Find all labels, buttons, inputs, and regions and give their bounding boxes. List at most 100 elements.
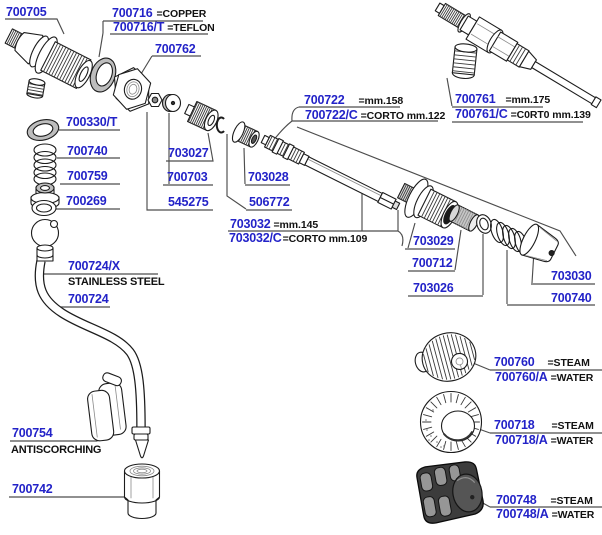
o-ring-small-drawing — [476, 214, 492, 234]
part-link-700724[interactable]: 700724 — [68, 292, 109, 306]
label-700748a: 700748/A=WATER — [496, 508, 594, 522]
label-700760: 700760 =STEAM — [494, 356, 590, 370]
wand-tip-drawing — [131, 426, 151, 459]
label-700718a: 700718/A=WATER — [495, 434, 593, 448]
steam-wand-pipe-drawing — [30, 218, 146, 429]
hex-cap-drawing — [519, 223, 559, 263]
label-700759: 700759 — [67, 170, 108, 183]
valve-rod-drawing — [260, 134, 401, 211]
knob-dome-drawing — [414, 332, 477, 382]
variant-note: =STEAM — [550, 495, 593, 507]
part-link-700761[interactable]: 700761 — [455, 92, 496, 106]
part-link-700716t[interactable]: 700716/T — [113, 20, 165, 34]
label-703030: 703030 — [551, 270, 592, 283]
group-gasket-drawing — [26, 119, 60, 141]
part-link-700760a[interactable]: 700760/A — [495, 370, 548, 384]
label-stainless-steel: STAINLESS STEEL — [68, 276, 165, 289]
part-link-703026[interactable]: 703026 — [413, 281, 454, 295]
length-note: =CORTO mm.109 — [282, 233, 368, 245]
label-700740-left: 700740 — [67, 145, 108, 158]
label-700761c: 700761/C=C0RT0 mm.139 — [455, 108, 591, 122]
material-note: =TEFLON — [167, 22, 215, 34]
part-link-700703[interactable]: 700703 — [167, 170, 208, 184]
material-note: =COPPER — [156, 8, 207, 20]
part-link-700722[interactable]: 700722 — [304, 93, 345, 107]
variant-note: =WATER — [550, 435, 594, 447]
part-link-700722c[interactable]: 700722/C — [305, 108, 358, 122]
part-link-700748[interactable]: 700748 — [496, 493, 537, 507]
label-700330t: 700330/T — [66, 116, 117, 129]
gasket-ring-drawing — [89, 57, 117, 93]
label-700724: 700724 — [68, 293, 109, 306]
ring-nut-drawing — [112, 67, 152, 112]
part-link-703032[interactable]: 703032 — [230, 217, 271, 231]
label-700705: 700705 — [6, 6, 47, 19]
length-note: =mm.175 — [505, 94, 551, 106]
label-700716t: 700716/T=TEFLON — [113, 21, 215, 35]
part-link-700718[interactable]: 700718 — [494, 418, 535, 432]
length-note: =mm.158 — [358, 95, 404, 107]
length-note: =CORTO mm.122 — [360, 110, 446, 122]
label-700722c: 700722/C=CORTO mm.122 — [305, 109, 445, 123]
length-note: =mm.145 — [273, 219, 319, 231]
length-note: =C0RT0 mm.139 — [510, 109, 591, 121]
label-703028: 703028 — [248, 171, 289, 184]
part-link-700716[interactable]: 700716 — [112, 6, 153, 20]
part-link-700712[interactable]: 700712 — [412, 256, 453, 270]
part-link-700754[interactable]: 700754 — [12, 426, 53, 440]
part-link-700330t[interactable]: 700330/T — [66, 115, 118, 129]
nut-small-drawing — [147, 92, 163, 108]
label-703029: 703029 — [413, 235, 454, 248]
part-link-703030[interactable]: 703030 — [551, 269, 592, 283]
label-700269: 700269 — [66, 195, 107, 208]
label-703032c: 703032/C=CORTO mm.109 — [229, 232, 367, 246]
part-link-700269[interactable]: 700269 — [66, 194, 107, 208]
part-link-703032c[interactable]: 703032/C — [229, 231, 282, 245]
label-700754: 700754 — [12, 427, 53, 440]
part-link-700760[interactable]: 700760 — [494, 355, 535, 369]
part-link-703028[interactable]: 703028 — [248, 170, 289, 184]
label-700712: 700712 — [412, 257, 453, 270]
label-506772: 506772 — [249, 196, 290, 209]
label-703032: 703032=mm.145 — [230, 218, 318, 232]
label-703026: 703026 — [413, 282, 454, 295]
leader-lines — [5, 18, 602, 508]
part-link-700759[interactable]: 700759 — [67, 169, 108, 183]
part-link-700742[interactable]: 700742 — [12, 482, 53, 496]
material-note: ANTISCORCHING — [11, 444, 102, 456]
part-link-700748a[interactable]: 700748/A — [496, 507, 549, 521]
label-703027: 703027 — [168, 147, 209, 160]
part-link-703027[interactable]: 703027 — [168, 146, 209, 160]
disc-drawing — [161, 93, 182, 113]
bushing-cylinder-drawing — [448, 204, 480, 232]
label-700762: 700762 — [155, 43, 196, 56]
part-link-700718a[interactable]: 700718/A — [495, 433, 548, 447]
label-700724x: 700724/X — [68, 260, 120, 273]
part-link-700724x[interactable]: 700724/X — [68, 259, 120, 273]
variant-note: =STEAM — [551, 420, 594, 432]
label-700718: 700718 =STEAM — [494, 419, 594, 433]
material-note: STAINLESS STEEL — [68, 276, 165, 288]
label-antiscorching: ANTISCORCHING — [11, 444, 101, 457]
part-link-506772[interactable]: 506772 — [249, 195, 290, 209]
bushing-threaded-drawing — [231, 121, 260, 148]
part-link-700762[interactable]: 700762 — [155, 42, 196, 56]
knob-dark-drawing — [416, 461, 484, 524]
o-ring-drawing — [31, 199, 57, 217]
variant-note: =WATER — [550, 372, 594, 384]
part-link-700761c[interactable]: 700761/C — [455, 107, 508, 121]
complete-valve-drawing — [434, 2, 602, 109]
part-link-703029[interactable]: 703029 — [413, 234, 454, 248]
part-link-700740-left[interactable]: 700740 — [67, 144, 108, 158]
label-700760a: 700760/A=WATER — [495, 371, 593, 385]
knob-ribbed-drawing — [419, 390, 483, 454]
spring-left-drawing — [33, 143, 57, 186]
label-545275: 545275 — [168, 196, 209, 209]
nozzle-drawing — [123, 463, 161, 520]
part-link-700705[interactable]: 700705 — [6, 5, 47, 19]
variant-note: =STEAM — [547, 357, 590, 369]
part-link-545275[interactable]: 545275 — [168, 195, 209, 209]
part-link-700740-right[interactable]: 700740 — [551, 291, 592, 305]
label-700740-right: 700740 — [551, 292, 592, 305]
